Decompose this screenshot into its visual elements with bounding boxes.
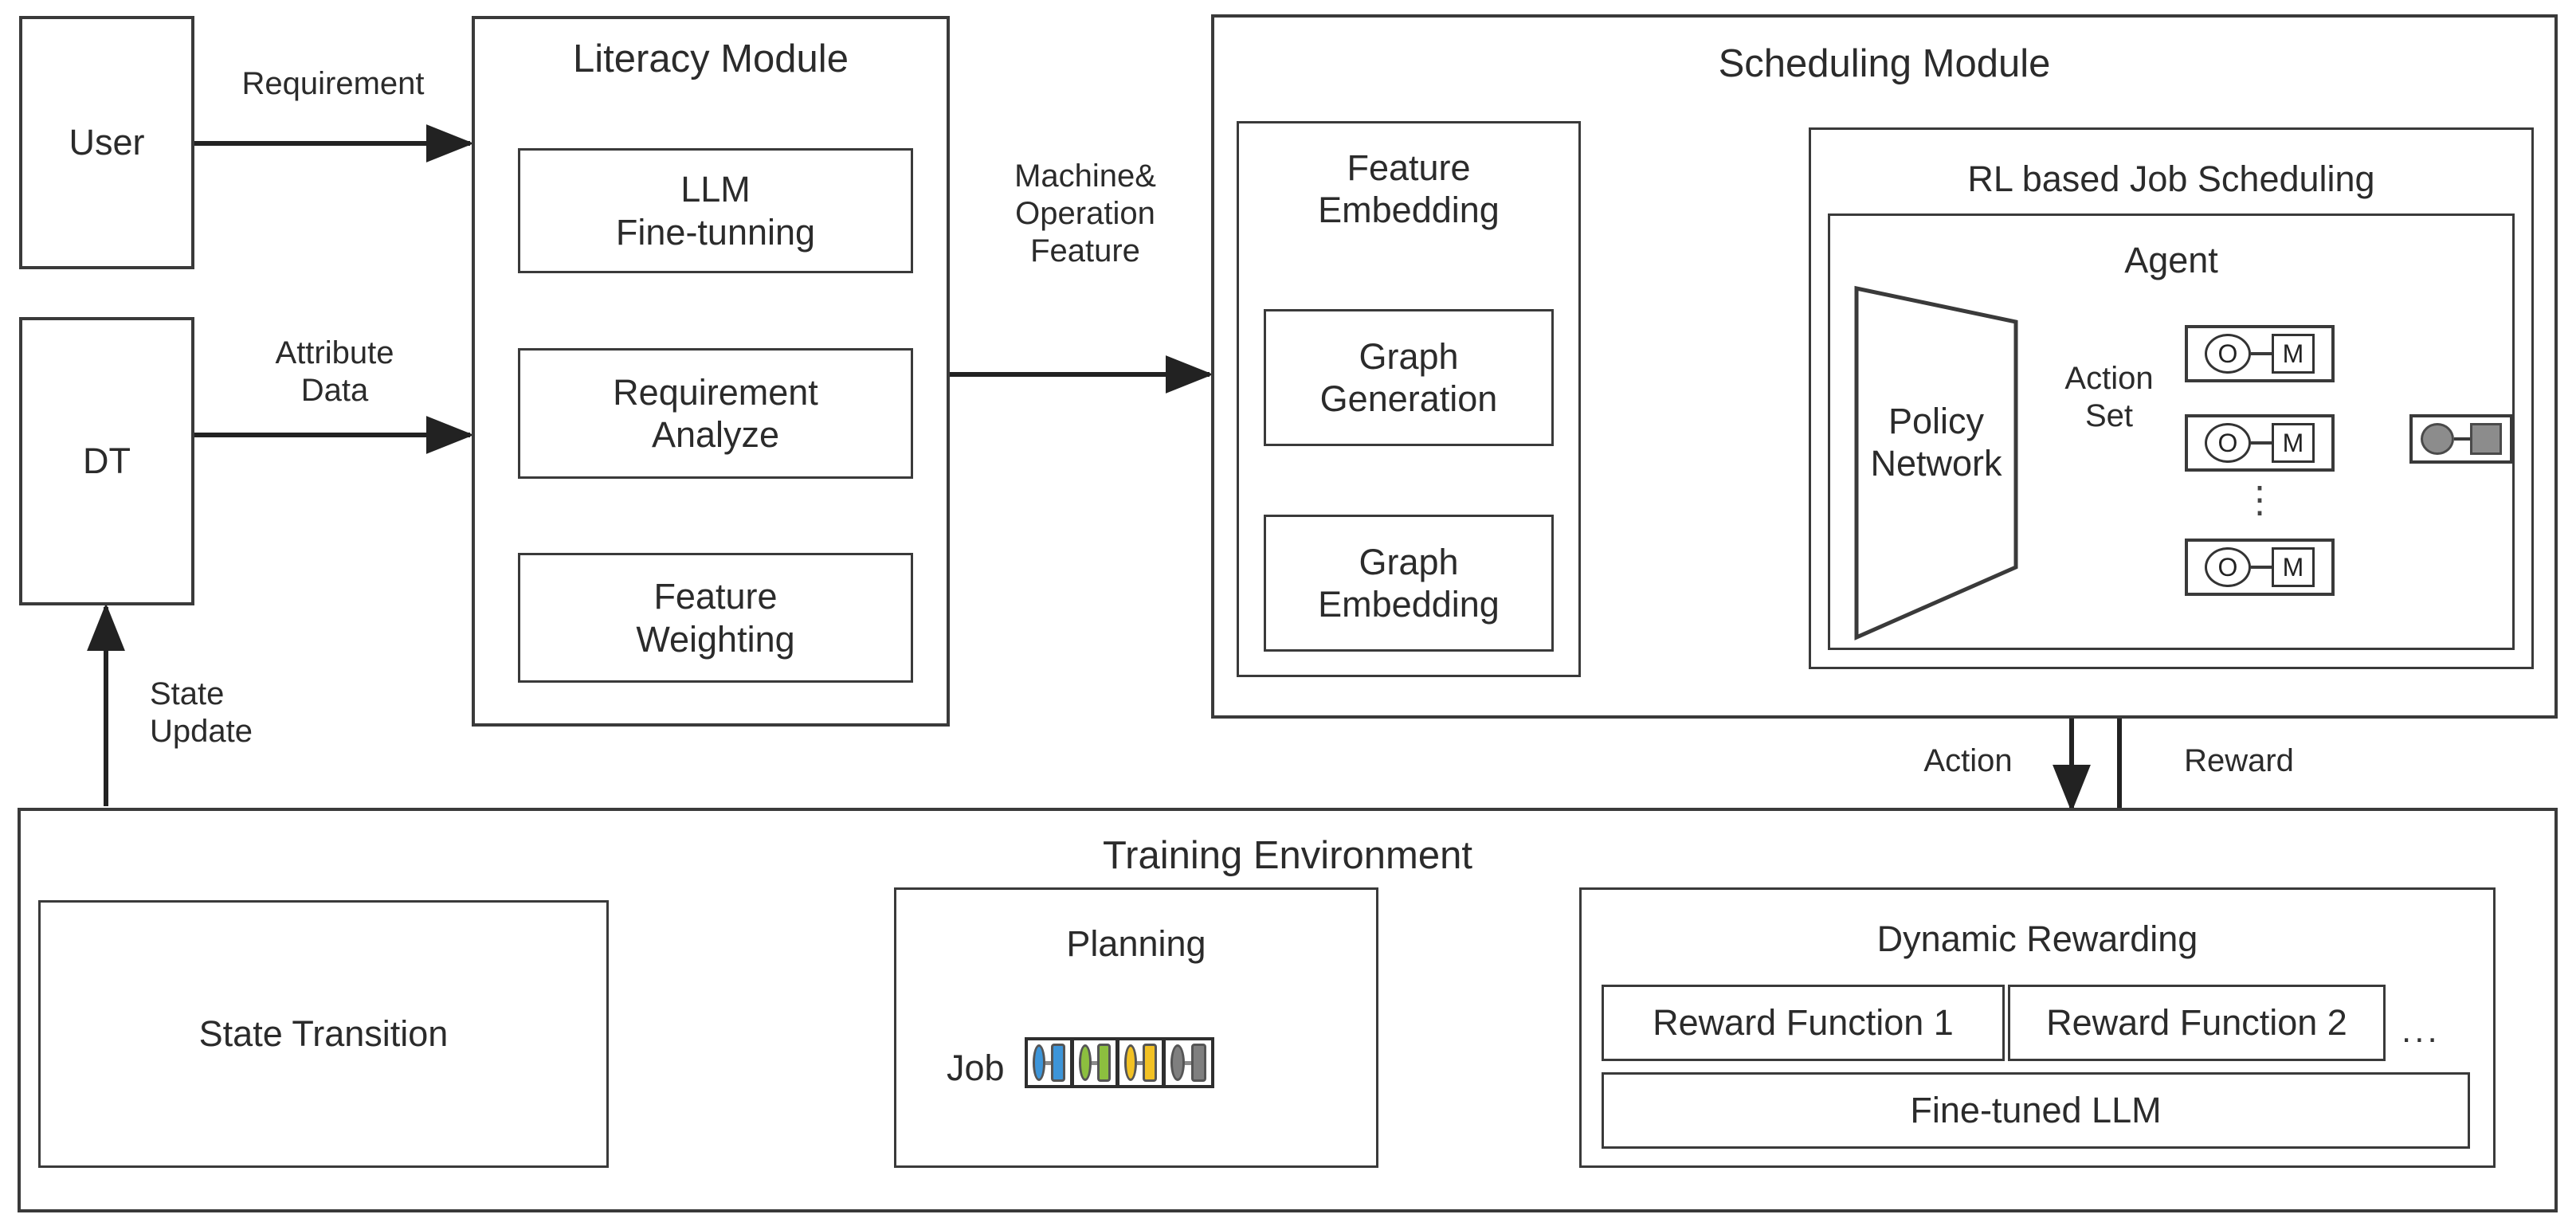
feature-embedding-step-graph-embedding[interactable] xyxy=(1264,515,1554,652)
literacy-step-llm-fine-tunning-label: LLM Fine-tunning xyxy=(615,169,816,253)
job-step-1[interactable] xyxy=(1028,1040,1074,1085)
operation-oval-icon xyxy=(1033,1044,1046,1081)
edge-label-requirement: Requirement xyxy=(241,66,425,101)
feature-embedding-step-graph-generation[interactable] xyxy=(1264,309,1554,446)
om-link-icon xyxy=(2251,352,2272,355)
machine-square-icon xyxy=(1096,1044,1111,1082)
om-link-icon xyxy=(2251,566,2272,569)
state-transition-label: State Transition xyxy=(198,1013,449,1055)
machine-square-icon: M xyxy=(2272,423,2315,463)
job-step-2[interactable] xyxy=(1074,1040,1119,1085)
state-transition-box[interactable] xyxy=(38,900,609,1168)
operation-circle-icon: O xyxy=(2205,423,2251,463)
reward-function-2-label: Reward Function 2 xyxy=(2046,1002,2347,1044)
job-sequence-strip[interactable] xyxy=(1025,1037,1214,1088)
om-link-icon xyxy=(1091,1060,1097,1065)
om-link-icon xyxy=(2251,441,2272,445)
policy-network-label: Policy Network xyxy=(1870,400,2002,484)
literacy-module-title: Literacy Module xyxy=(573,37,849,80)
edge-label-reward: Reward xyxy=(2184,743,2294,778)
feature-embedding-title: Feature Embedding xyxy=(1318,147,1500,231)
literacy-step-feature-weighting[interactable] xyxy=(518,553,913,683)
machine-square-icon: M xyxy=(2272,547,2315,587)
action-node-1[interactable]: O M xyxy=(2185,325,2335,382)
reward-function-1-box[interactable] xyxy=(1602,985,2005,1061)
dt-box[interactable] xyxy=(19,317,194,605)
operation-circle-icon-selected xyxy=(2421,423,2454,455)
planning-job-label: Job xyxy=(947,1048,1005,1088)
feature-embedding-step-graph-embedding-label: Graph Embedding xyxy=(1318,541,1500,625)
fine-tuned-llm-label: Fine-tuned LLM xyxy=(1910,1090,2162,1131)
machine-square-icon xyxy=(1051,1044,1065,1082)
om-link-icon xyxy=(1137,1060,1143,1065)
action-node-3[interactable]: O M xyxy=(2185,539,2335,596)
planning-box[interactable] xyxy=(894,887,1378,1168)
dynamic-rewarding-title: Dynamic Rewarding xyxy=(1876,919,2198,959)
om-link-icon xyxy=(1184,1060,1191,1065)
action-nodes-vertical-ellipsis: ⋮ xyxy=(2241,479,2278,520)
fine-tuned-llm-box[interactable] xyxy=(1602,1072,2470,1149)
rl-job-scheduling-title: RL based Job Scheduling xyxy=(1967,159,2375,199)
agent-title: Agent xyxy=(2124,240,2218,280)
selected-action-node[interactable] xyxy=(2409,414,2513,464)
machine-square-icon xyxy=(1143,1044,1157,1082)
om-link-icon xyxy=(1045,1060,1052,1065)
user-box[interactable] xyxy=(19,16,194,269)
user-label: User xyxy=(69,122,145,163)
training-environment-title: Training Environment xyxy=(1103,834,1472,877)
literacy-step-feature-weighting-label: Feature Weighting xyxy=(636,576,795,660)
action-node-2[interactable]: O M xyxy=(2185,414,2335,472)
machine-square-icon xyxy=(1190,1044,1206,1082)
operation-oval-icon xyxy=(1124,1044,1138,1081)
operation-circle-icon: O xyxy=(2205,547,2251,587)
om-link-icon-selected xyxy=(2454,437,2470,441)
machine-square-icon-selected xyxy=(2470,423,2502,455)
planning-title: Planning xyxy=(1066,923,1206,964)
edge-label-machine-operation-feature: Machine& Operation Feature xyxy=(1014,159,1156,269)
literacy-step-llm-fine-tunning[interactable] xyxy=(518,148,913,273)
job-step-4[interactable] xyxy=(1166,1040,1212,1085)
reward-function-2-box[interactable] xyxy=(2008,985,2386,1061)
literacy-step-requirement-analyze-label: Requirement Analyze xyxy=(613,371,818,455)
operation-circle-icon: O xyxy=(2205,334,2251,374)
scheduling-module-title: Scheduling Module xyxy=(1718,42,2051,85)
machine-square-icon: M xyxy=(2272,334,2315,374)
literacy-step-requirement-analyze[interactable] xyxy=(518,348,913,479)
feature-embedding-step-graph-generation-label: Graph Generation xyxy=(1319,335,1498,419)
operation-oval-icon xyxy=(1078,1044,1092,1081)
edge-label-action: Action xyxy=(1923,743,2013,778)
reward-function-1-label: Reward Function 1 xyxy=(1653,1002,1954,1044)
edge-label-state-update: State Update xyxy=(150,676,253,750)
reward-functions-more-indicator: ... xyxy=(2402,1011,2441,1050)
operation-oval-icon xyxy=(1170,1044,1185,1081)
edge-label-attribute-data: Attribute Data xyxy=(275,335,394,409)
dt-label: DT xyxy=(83,441,131,482)
job-step-3[interactable] xyxy=(1119,1040,1166,1085)
action-set-label: Action Set xyxy=(2064,361,2154,434)
